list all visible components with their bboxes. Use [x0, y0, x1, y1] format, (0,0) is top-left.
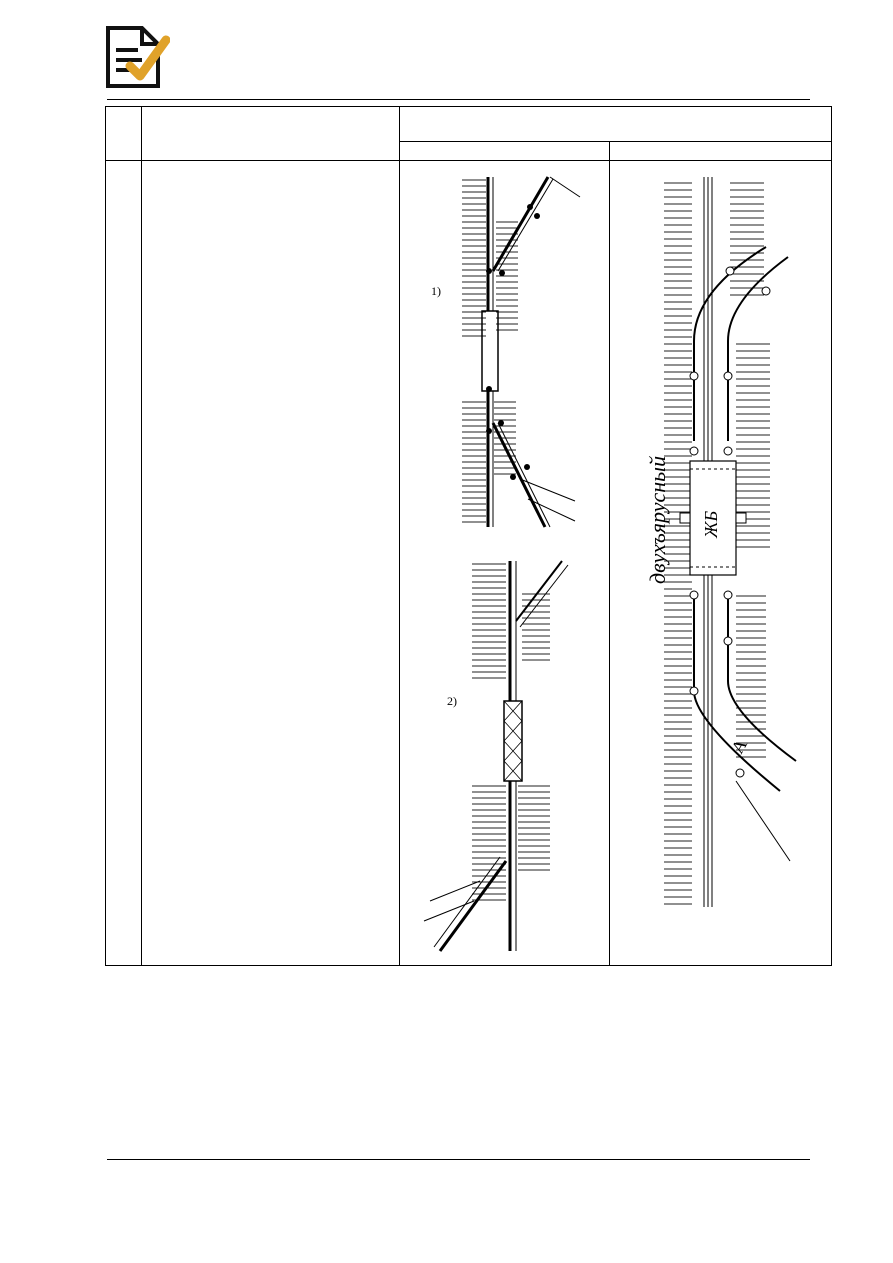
bridge-type-label: двухъярусный — [645, 455, 670, 584]
bridge-plan-figure — [664, 177, 797, 907]
footer-rule — [107, 1159, 810, 1160]
document-check-icon — [106, 26, 170, 88]
header-rule — [107, 99, 810, 100]
road-scheme-figure-1 — [423, 176, 581, 952]
scheme-label-2: 2) — [447, 694, 457, 708]
document-table: 1) 2) двухъяр — [105, 106, 832, 966]
bridge-box-label: ЖБ — [701, 510, 721, 538]
scheme-label-1: 1) — [431, 284, 441, 298]
